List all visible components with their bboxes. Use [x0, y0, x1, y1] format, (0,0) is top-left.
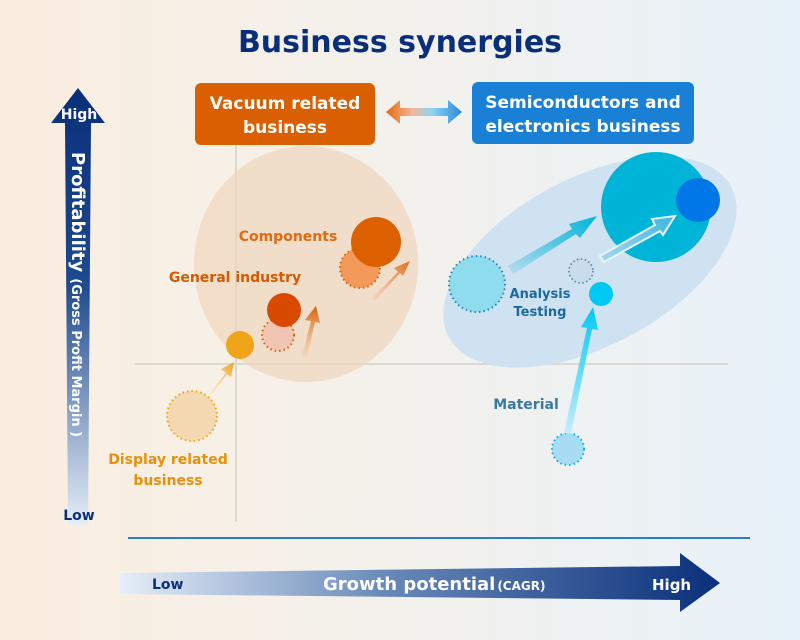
general-industry-label: General industry — [169, 270, 301, 286]
semiconductor-electronics-business-box — [472, 82, 694, 144]
electronics-target-bubble — [676, 178, 720, 222]
x-axis-label-sub: (CAGR) — [497, 579, 545, 593]
x-axis-low-label: Low — [152, 577, 184, 593]
x-axis-label-main: Growth potential — [323, 574, 495, 595]
display-growth-arrow — [210, 362, 234, 394]
analysis-label-line2: Testing — [514, 305, 567, 320]
semiconductor-box-line2: electronics business — [485, 117, 680, 137]
y-axis-title: Profitability (Gross Profit Margin ) — [67, 152, 88, 437]
semiconductor-growth-arrow — [508, 216, 597, 274]
display-label-line2: business — [133, 473, 202, 489]
vacuum-business-cluster — [194, 146, 418, 382]
analysis-testing-growth-arrow — [598, 214, 677, 264]
y-axis-label-sub: (Gross Profit Margin ) — [68, 278, 83, 437]
general-industry-current-bubble — [261, 318, 295, 352]
analysis-testing-target-bubble — [589, 282, 613, 306]
material-current-bubble — [551, 432, 585, 466]
vacuum-box-line2: business — [243, 118, 327, 138]
material-label: Material — [493, 397, 559, 413]
semiconductor-target-bubble — [601, 152, 711, 262]
analysis-label-line1: Analysis — [510, 287, 571, 302]
display-business-current-bubble — [166, 390, 218, 442]
y-axis-low-label: Low — [63, 508, 95, 524]
y-axis-high-label: High — [61, 107, 98, 123]
semiconductor-box-line1: Semiconductors and — [485, 93, 681, 113]
y-axis-label-main: Profitability — [67, 152, 88, 273]
x-axis-label: Growth potential(CAGR) — [323, 574, 545, 595]
display-label-line1: Display related — [108, 452, 227, 468]
components-label: Components — [239, 229, 338, 245]
general-industry-growth-arrow — [302, 306, 320, 357]
double-arrow-icon — [386, 100, 462, 124]
vacuum-related-business-box — [195, 83, 375, 145]
growth-axis-arrow — [120, 553, 720, 612]
display-business-target-bubble — [226, 331, 254, 359]
components-growth-arrow — [372, 261, 410, 301]
semiconductor-current-bubble — [448, 255, 506, 313]
vacuum-box-line1: Vacuum related — [210, 94, 361, 114]
page-title: Business synergies — [238, 25, 562, 60]
material-growth-arrow — [564, 307, 598, 434]
components-target-bubble — [351, 217, 401, 267]
profitability-axis-arrow — [51, 88, 105, 525]
general-industry-target-bubble — [267, 293, 301, 327]
x-axis-high-label: High — [652, 576, 691, 594]
analysis-testing-current-bubble — [568, 258, 594, 284]
y-axis-label: Profitability (Gross Profit Margin ) — [67, 152, 88, 437]
